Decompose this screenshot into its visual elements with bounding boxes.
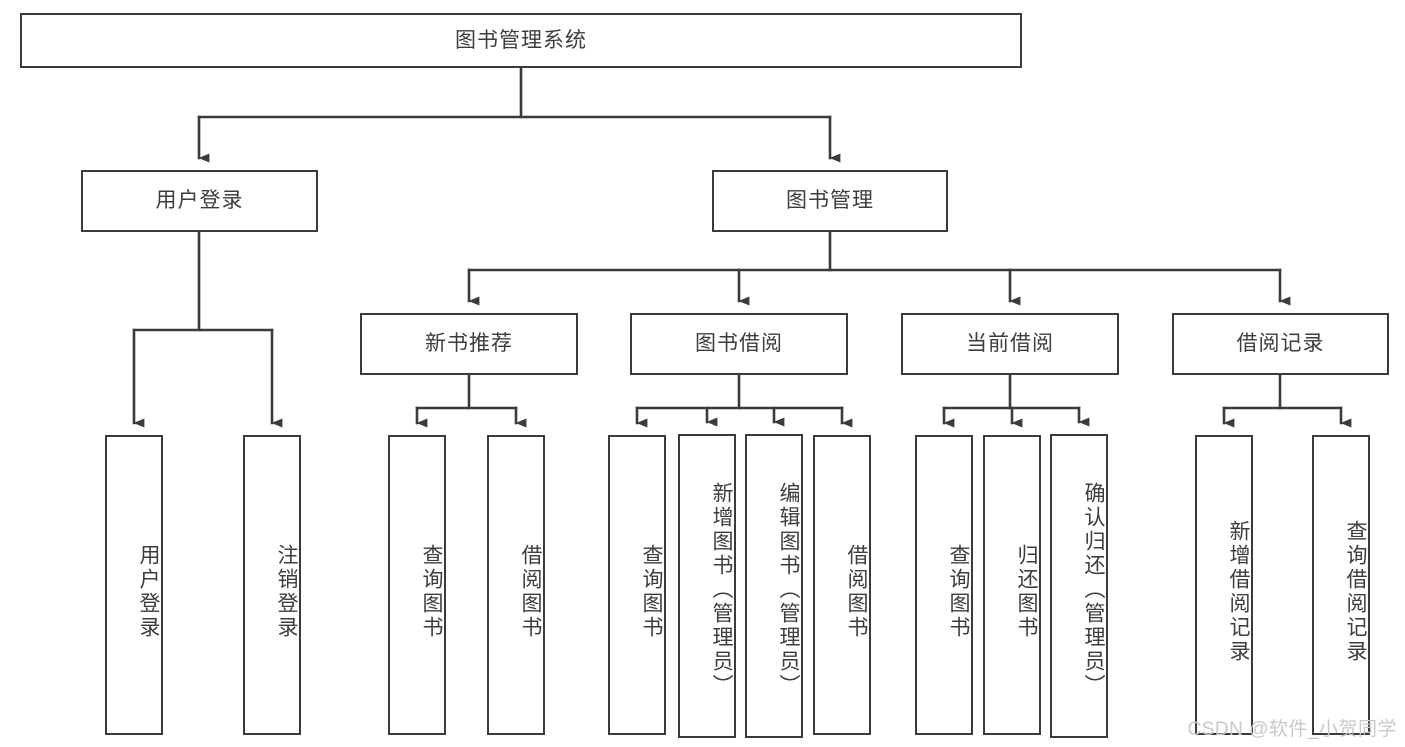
node-leaf-query-book-2-label: 查询图书 [640, 544, 663, 640]
node-current-borrow[interactable]: 当前借阅 [901, 313, 1119, 375]
node-leaf-add-book-admin[interactable]: 新增图书（管理员） [678, 434, 736, 738]
node-leaf-user-logout-label: 注销登录 [275, 544, 298, 640]
node-leaf-borrow-book-1-label: 借阅图书 [519, 544, 542, 640]
node-book-management-label: 图书管理 [786, 189, 874, 213]
node-leaf-user-login-label: 用户登录 [137, 544, 160, 640]
node-leaf-add-borrow-record[interactable]: 新增借阅记录 [1195, 435, 1253, 735]
node-root[interactable]: 图书管理系统 [20, 13, 1022, 68]
node-leaf-query-book-3[interactable]: 查询图书 [915, 435, 973, 735]
node-leaf-query-book-3-label: 查询图书 [947, 544, 970, 640]
node-leaf-return-book[interactable]: 归还图书 [983, 435, 1041, 735]
node-user-login-label: 用户登录 [155, 189, 244, 213]
node-leaf-query-book-1-label: 查询图书 [420, 544, 443, 640]
node-leaf-add-book-admin-label: 新增图书（管理员） [710, 482, 733, 698]
node-leaf-query-borrow-record[interactable]: 查询借阅记录 [1312, 435, 1370, 735]
node-borrow-record[interactable]: 借阅记录 [1172, 313, 1389, 375]
node-leaf-borrow-book-1[interactable]: 借阅图书 [487, 435, 545, 735]
node-leaf-borrow-book-2[interactable]: 借阅图书 [813, 435, 871, 735]
node-leaf-add-borrow-record-label: 新增借阅记录 [1227, 520, 1250, 664]
node-book-borrow-label: 图书借阅 [695, 332, 783, 356]
node-leaf-confirm-return-admin-label: 确认归还（管理员） [1082, 482, 1105, 698]
node-leaf-query-book-2[interactable]: 查询图书 [608, 435, 666, 735]
node-book-management[interactable]: 图书管理 [712, 170, 948, 232]
node-leaf-query-borrow-record-label: 查询借阅记录 [1344, 520, 1367, 664]
node-leaf-borrow-book-2-label: 借阅图书 [845, 544, 868, 640]
node-leaf-edit-book-admin-label: 编辑图书（管理员） [777, 482, 800, 698]
node-leaf-user-logout[interactable]: 注销登录 [243, 435, 301, 735]
node-leaf-confirm-return-admin[interactable]: 确认归还（管理员） [1050, 434, 1108, 738]
node-leaf-return-book-label: 归还图书 [1015, 544, 1038, 640]
node-book-borrow[interactable]: 图书借阅 [630, 313, 848, 375]
node-borrow-record-label: 借阅记录 [1236, 332, 1325, 356]
node-new-book-recommend[interactable]: 新书推荐 [360, 313, 578, 375]
node-user-login[interactable]: 用户登录 [81, 170, 318, 232]
node-leaf-query-book-1[interactable]: 查询图书 [388, 435, 446, 735]
watermark: CSDN @软件_小贺同学 [1187, 719, 1397, 740]
node-current-borrow-label: 当前借阅 [966, 332, 1054, 356]
node-new-book-recommend-label: 新书推荐 [425, 332, 513, 356]
node-root-label: 图书管理系统 [455, 28, 587, 52]
node-leaf-edit-book-admin[interactable]: 编辑图书（管理员） [745, 434, 803, 738]
node-leaf-user-login[interactable]: 用户登录 [105, 435, 163, 735]
